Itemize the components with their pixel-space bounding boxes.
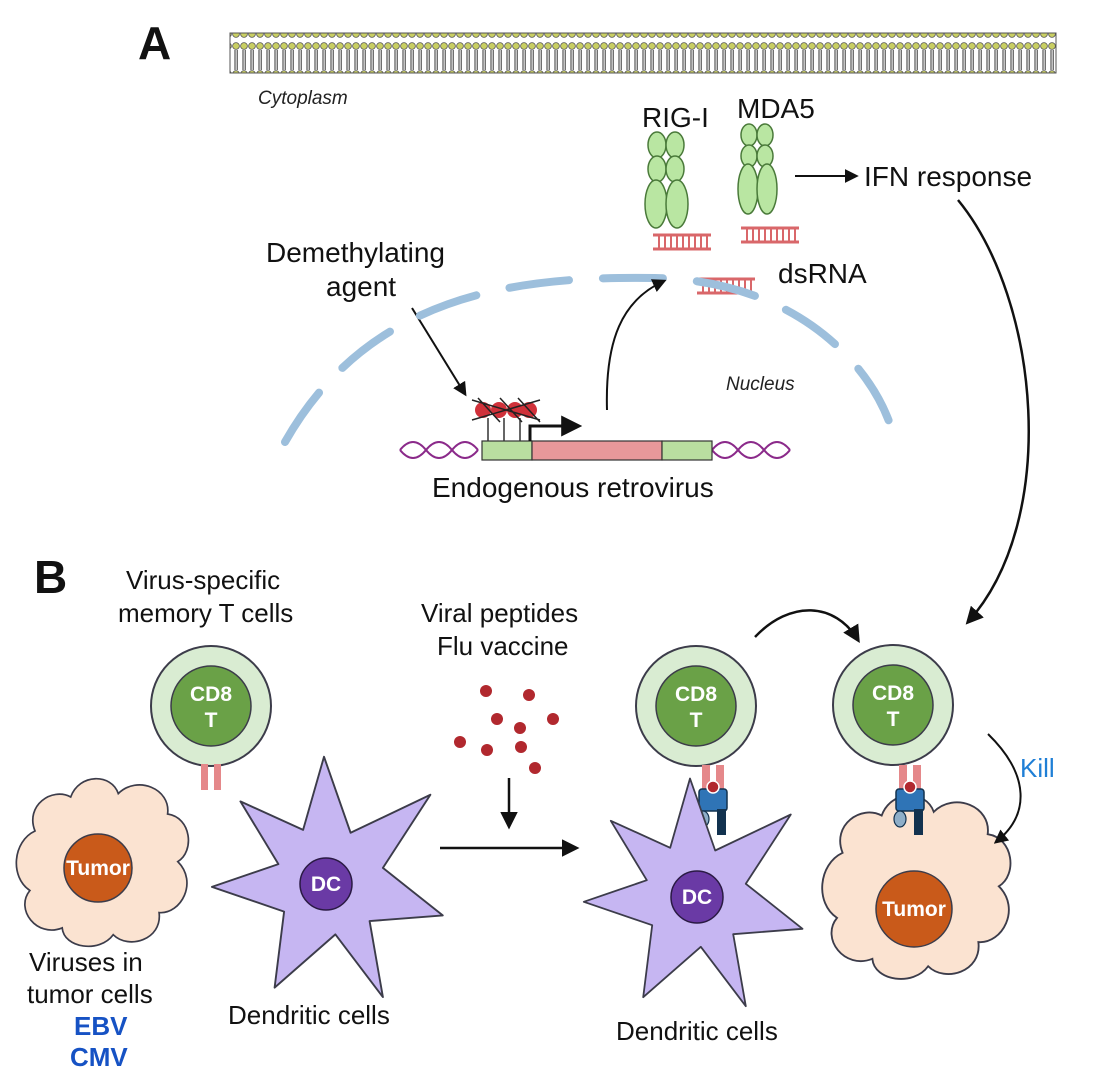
tcell2-t-text: T [690,709,703,732]
memory-t-cells-label-line1: Virus-specific [126,565,280,595]
viruses-label-line2: tumor cells [27,979,153,1009]
cell-membrane [229,32,1057,74]
dc-nucleus-right [670,870,724,924]
tcell2-cd8-text: CD8 [675,683,717,706]
demethylating-label-line2: agent [326,271,396,302]
kill-arrow [987,733,1022,844]
cmv-label: CMV [70,1042,128,1072]
kill-label: Kill [1020,753,1055,783]
nuclear-envelope [281,273,896,446]
mda5-receptor [737,123,778,215]
tumor-nucleus-right [875,870,953,948]
ifn-response-label: IFN response [864,161,1032,192]
tcell3-t-text: T [887,708,900,731]
methylation-marks [471,397,541,441]
tcell3-cd8-text: CD8 [872,682,914,705]
tumor-nucleus-left [63,833,133,903]
memory-cd8-t-cell [150,645,272,790]
transcription-arrow [605,279,667,411]
tumor-label-left: Tumor [66,857,130,880]
dendritic-cells-label-left: Dendritic cells [228,1000,390,1030]
retrovirus-ltr-left [481,440,533,461]
dc-label-left: DC [311,873,341,896]
demethylating-arrow [411,307,467,397]
retrovirus-ltr-right [661,440,713,461]
tcell-expansion-arrow [754,609,860,643]
activated-cd8-t-cell-1 [635,645,757,767]
demethylating-label-line1: Demethylating [266,237,445,268]
activated-cd8-t-cell-2 [832,644,954,766]
mda5-label: MDA5 [737,93,815,124]
panel-a-letter: A [138,17,171,69]
rig-i-label: RIG-I [642,102,709,133]
dsrna-molecule-2 [739,226,801,244]
memory-tcell-t-text: T [205,709,218,732]
transcription-start-arrow [528,415,583,441]
ifn-to-tcell-arrow [957,199,1030,625]
flu-vaccine-label: Flu vaccine [437,631,569,661]
retrovirus-gene-body [531,440,663,461]
nucleus-label: Nucleus [726,374,795,395]
dc-nucleus-left [299,857,353,911]
dna-helix [399,441,791,459]
dc-label-right: DC [682,886,712,909]
viruses-label-line1: Viruses in [29,947,143,977]
viral-peptides-label: Viral peptides [421,598,578,628]
tumor-label-right: Tumor [882,898,946,921]
endogenous-retrovirus-label: Endogenous retrovirus [432,472,714,503]
ebv-label: EBV [74,1011,128,1041]
cytoplasm-label: Cytoplasm [258,88,348,109]
memory-t-cells-label-line2: memory T cells [118,598,293,628]
panel-b-letter: B [34,551,67,603]
rig-i-receptor [644,131,689,229]
dsrna-label: dsRNA [778,258,867,289]
memory-tcell-cd8-text: CD8 [190,683,232,706]
viral-peptide-particles [454,685,559,774]
dsrna-molecule-1 [651,233,713,251]
dendritic-cells-label-right: Dendritic cells [616,1016,778,1046]
